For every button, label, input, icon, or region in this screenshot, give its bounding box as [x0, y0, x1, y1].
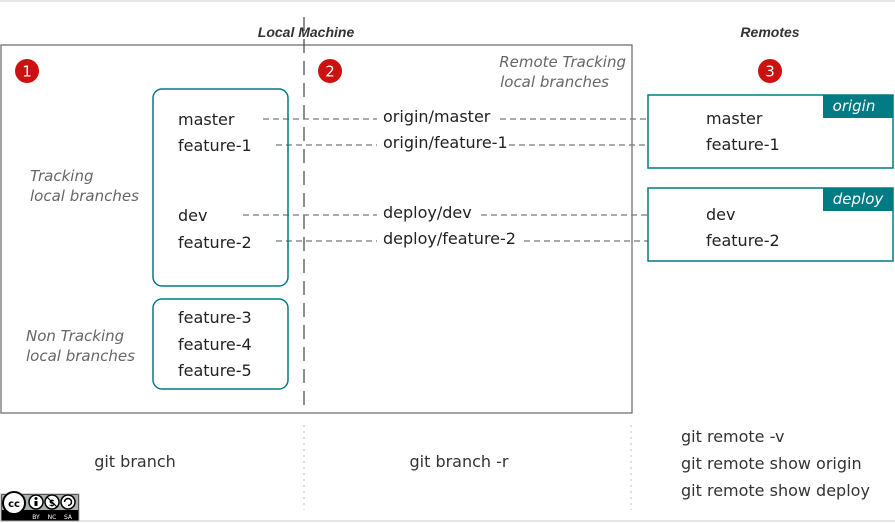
- branch-feature-4: feature-4: [178, 335, 252, 354]
- remotes-header: Remotes: [740, 24, 799, 40]
- local-machine-header: Local Machine: [258, 24, 355, 40]
- remote-deploy-name: deploy: [833, 190, 885, 208]
- license-part-sa: SA: [64, 514, 73, 521]
- remote-tracking-origin-feature-1: origin/feature-1: [383, 133, 508, 152]
- tracking-group-label-line2: local branches: [30, 187, 139, 205]
- non-tracking-group-label-line1: Non Tracking: [26, 327, 124, 345]
- remote-tracking-deploy-dev: deploy/dev: [383, 203, 472, 222]
- badge-1-label: 1: [22, 63, 32, 81]
- branch-feature-3: feature-3: [178, 308, 252, 327]
- remote-deploy-branch-feature-2: feature-2: [706, 231, 780, 250]
- badge-3-label: 3: [765, 63, 775, 81]
- remote-deploy-tag: [823, 188, 893, 211]
- svg-text:$: $: [49, 499, 55, 509]
- badge-2: 2: [318, 59, 342, 83]
- remote-origin-branch-feature-1: feature-1: [706, 135, 780, 154]
- badge-3: 3: [758, 59, 782, 83]
- branch-feature-5: feature-5: [178, 361, 252, 380]
- branch-dev: dev: [178, 206, 207, 225]
- remote-origin-branch-master: master: [706, 109, 763, 128]
- non-tracking-branches-box: [152, 298, 289, 390]
- branch-feature-2: feature-2: [178, 233, 252, 252]
- local-machine-box: [0, 44, 633, 414]
- badge-2-label: 2: [325, 63, 335, 81]
- remote-origin-name: origin: [833, 97, 876, 115]
- command-git-remote-show-origin: git remote show origin: [681, 454, 862, 473]
- sharealike-icon: [60, 494, 76, 510]
- badge-1: 1: [15, 59, 39, 83]
- non-tracking-group-label-line2: local branches: [26, 347, 135, 365]
- command-git-branch-r: git branch -r: [409, 452, 508, 471]
- remote-deploy-box: deploy dev feature-2: [647, 187, 894, 262]
- remote-origin-box: origin master feature-1: [647, 94, 894, 169]
- cc-license-badge: cc $ BY NC SA: [0, 491, 80, 522]
- remote-deploy-branch-dev: dev: [706, 205, 735, 224]
- remote-tracking-group-label-line1: Remote Tracking: [499, 53, 626, 71]
- branch-master: master: [178, 110, 235, 129]
- remote-tracking-group-label-line2: local branches: [500, 73, 609, 91]
- remote-tracking-origin-master: origin/master: [383, 107, 491, 126]
- command-git-branch: git branch: [94, 452, 176, 471]
- license-part-nc: NC: [48, 514, 57, 521]
- tracking-group-label-line1: Tracking: [30, 167, 94, 185]
- noncommercial-icon: $: [44, 494, 60, 510]
- license-part-by: BY: [32, 514, 40, 521]
- cc-icon: cc: [2, 491, 26, 515]
- remote-tracking-deploy-feature-2: deploy/feature-2: [383, 229, 516, 248]
- attribution-icon: [28, 494, 44, 510]
- command-git-remote-show-deploy: git remote show deploy: [681, 481, 870, 500]
- command-git-remote-v: git remote -v: [681, 427, 784, 446]
- branch-feature-1: feature-1: [178, 136, 252, 155]
- tracking-branches-box: [152, 88, 289, 287]
- svg-text:cc: cc: [8, 499, 20, 510]
- remote-origin-tag: [823, 95, 893, 118]
